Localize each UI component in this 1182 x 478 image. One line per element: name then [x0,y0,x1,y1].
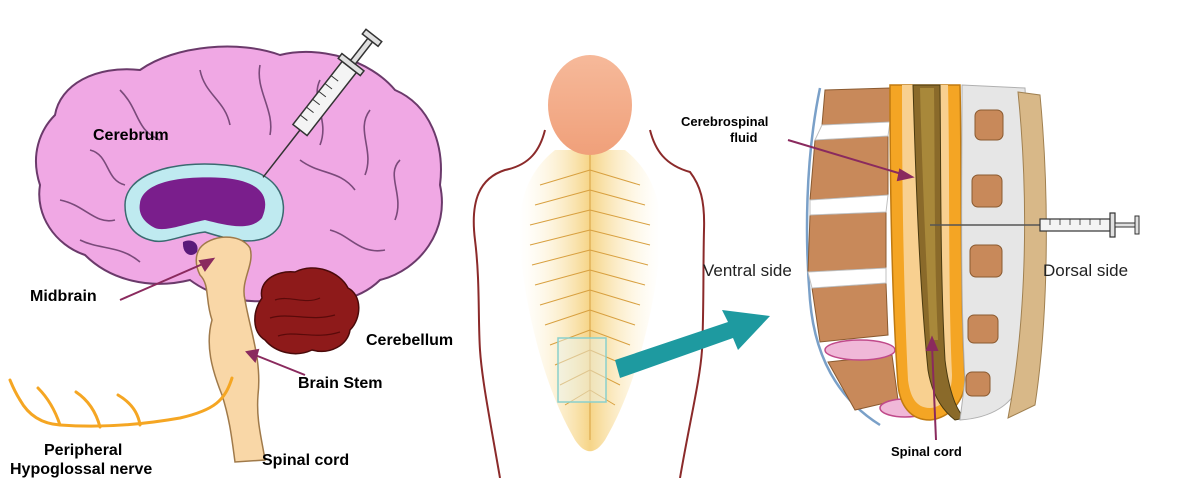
head-shape [548,55,632,155]
label-spinal-cord-left: Spinal cord [262,452,349,469]
disc-pink-1 [825,340,895,360]
label-fluid: fluid [730,130,757,145]
label-cerebrospinal: Cerebrospinal [681,114,768,129]
label-cerebellum: Cerebellum [366,332,453,349]
peripheral-nerve [10,378,232,427]
label-dorsal-side: Dorsal side [1043,261,1128,280]
label-brain-stem: Brain Stem [298,375,382,392]
label-cerebrum: Cerebrum [93,127,169,144]
label-peripheral: Peripheral [44,442,122,459]
cerebellum-shape [255,268,359,354]
label-ventral-side: Ventral side [703,261,792,280]
brain-panel: Cerebrum Midbrain Cerebellum Brain Stem … [10,27,453,478]
lumbar-region-box [558,338,606,402]
label-hypoglossal-nerve: Hypoglossal nerve [10,461,152,478]
label-midbrain: Midbrain [30,288,97,305]
spine-section-panel: Cerebrospinal fluid Ventral side Dorsal … [681,85,1139,459]
label-spinal-cord-right: Spinal cord [891,444,962,459]
